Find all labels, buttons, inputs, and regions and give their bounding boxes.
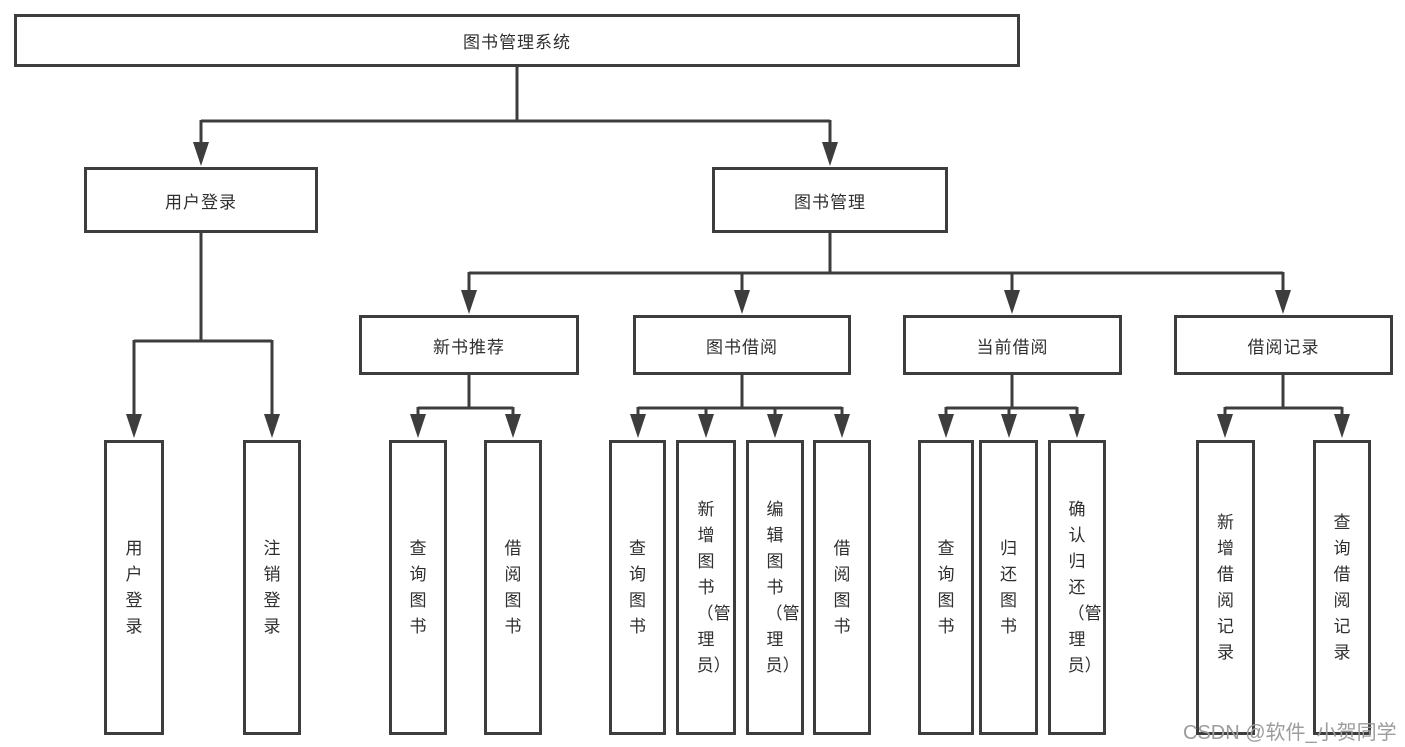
connector-root [199, 67, 832, 146]
leaf-label: 注销登录 [263, 538, 281, 636]
leaf-label: 借阅图书 [833, 538, 851, 636]
leaf-label: 归还图书 [1000, 538, 1017, 636]
arrow-down-icon [193, 142, 209, 166]
arrow-down-icon [1334, 414, 1350, 438]
arrow-down-icon [834, 414, 850, 438]
node-label: 图书借阅 [706, 337, 778, 357]
arrow-down-icon [734, 290, 750, 314]
node-book-borrow: 图书借阅 [633, 315, 851, 375]
arrow-down-icon [698, 414, 714, 438]
node-book-management: 图书管理 [712, 167, 948, 233]
leaf-label: 新增图书（管理员） [696, 499, 731, 675]
arrow-down-icon [1275, 290, 1291, 314]
arrow-down-icon [505, 414, 521, 438]
leaf-label: 用户登录 [125, 538, 143, 636]
arrow-down-icon [1069, 414, 1085, 438]
arrow-down-icon [264, 414, 280, 438]
connector-book-borrow [636, 375, 844, 418]
node-current-borrow: 当前借阅 [903, 315, 1122, 375]
node-label: 新书推荐 [433, 337, 505, 357]
node-user-login: 用户登录 [84, 167, 318, 233]
leaf-logout: 注销登录 [243, 440, 301, 735]
leaf-label: 查询图书 [937, 538, 955, 636]
node-borrow-records: 借阅记录 [1174, 315, 1393, 375]
arrow-down-icon [630, 414, 646, 438]
leaf-query-books-borrow: 查询图书 [609, 440, 666, 735]
arrow-down-icon [767, 414, 783, 438]
arrow-down-icon [1004, 290, 1020, 314]
connector-user-login [132, 233, 274, 418]
leaf-borrow-books: 借阅图书 [813, 440, 871, 735]
arrow-down-icon [822, 142, 838, 166]
node-label: 当前借阅 [976, 337, 1049, 357]
leaf-label: 确认归还（管理员） [1067, 499, 1102, 675]
leaf-label: 借阅图书 [504, 538, 522, 636]
leaf-add-books-admin: 新增图书（管理员） [676, 440, 736, 735]
connector-borrow-records [1223, 375, 1344, 418]
leaf-confirm-return-admin: 确认归还（管理员） [1048, 440, 1106, 735]
node-label: 借阅记录 [1247, 337, 1320, 357]
leaf-borrow-books-recommend: 借阅图书 [484, 440, 542, 735]
node-label: 图书管理系统 [463, 33, 571, 52]
leaf-label: 新增借阅记录 [1217, 512, 1234, 662]
leaf-user-login: 用户登录 [104, 440, 164, 735]
leaf-add-borrow-record: 新增借阅记录 [1196, 440, 1255, 735]
arrow-down-icon [938, 414, 954, 438]
leaf-query-books-current: 查询图书 [918, 440, 974, 735]
arrow-down-icon [461, 290, 477, 314]
node-root-system: 图书管理系统 [14, 14, 1020, 67]
leaf-label: 编辑图书（管理员） [765, 499, 800, 675]
connector-current-borrow [944, 375, 1079, 418]
arrow-down-icon [126, 414, 142, 438]
node-label: 用户登录 [165, 192, 237, 212]
leaf-label: 查询借阅记录 [1333, 512, 1351, 662]
arrow-down-icon [1217, 414, 1233, 438]
arrow-down-icon [1001, 414, 1017, 438]
arrow-down-icon [410, 414, 426, 438]
leaf-return-books: 归还图书 [979, 440, 1038, 735]
leaf-edit-books-admin: 编辑图书（管理员） [746, 440, 804, 735]
leaf-query-borrow-record: 查询借阅记录 [1313, 440, 1371, 735]
leaf-label: 查询图书 [409, 538, 427, 636]
node-label: 图书管理 [794, 192, 866, 212]
node-new-book-recommend: 新书推荐 [359, 315, 579, 375]
connector-book-management [467, 233, 1285, 293]
leaf-label: 查询图书 [629, 538, 646, 636]
connector-new-book-recommend [416, 375, 515, 418]
leaf-query-books-recommend: 查询图书 [389, 440, 447, 735]
